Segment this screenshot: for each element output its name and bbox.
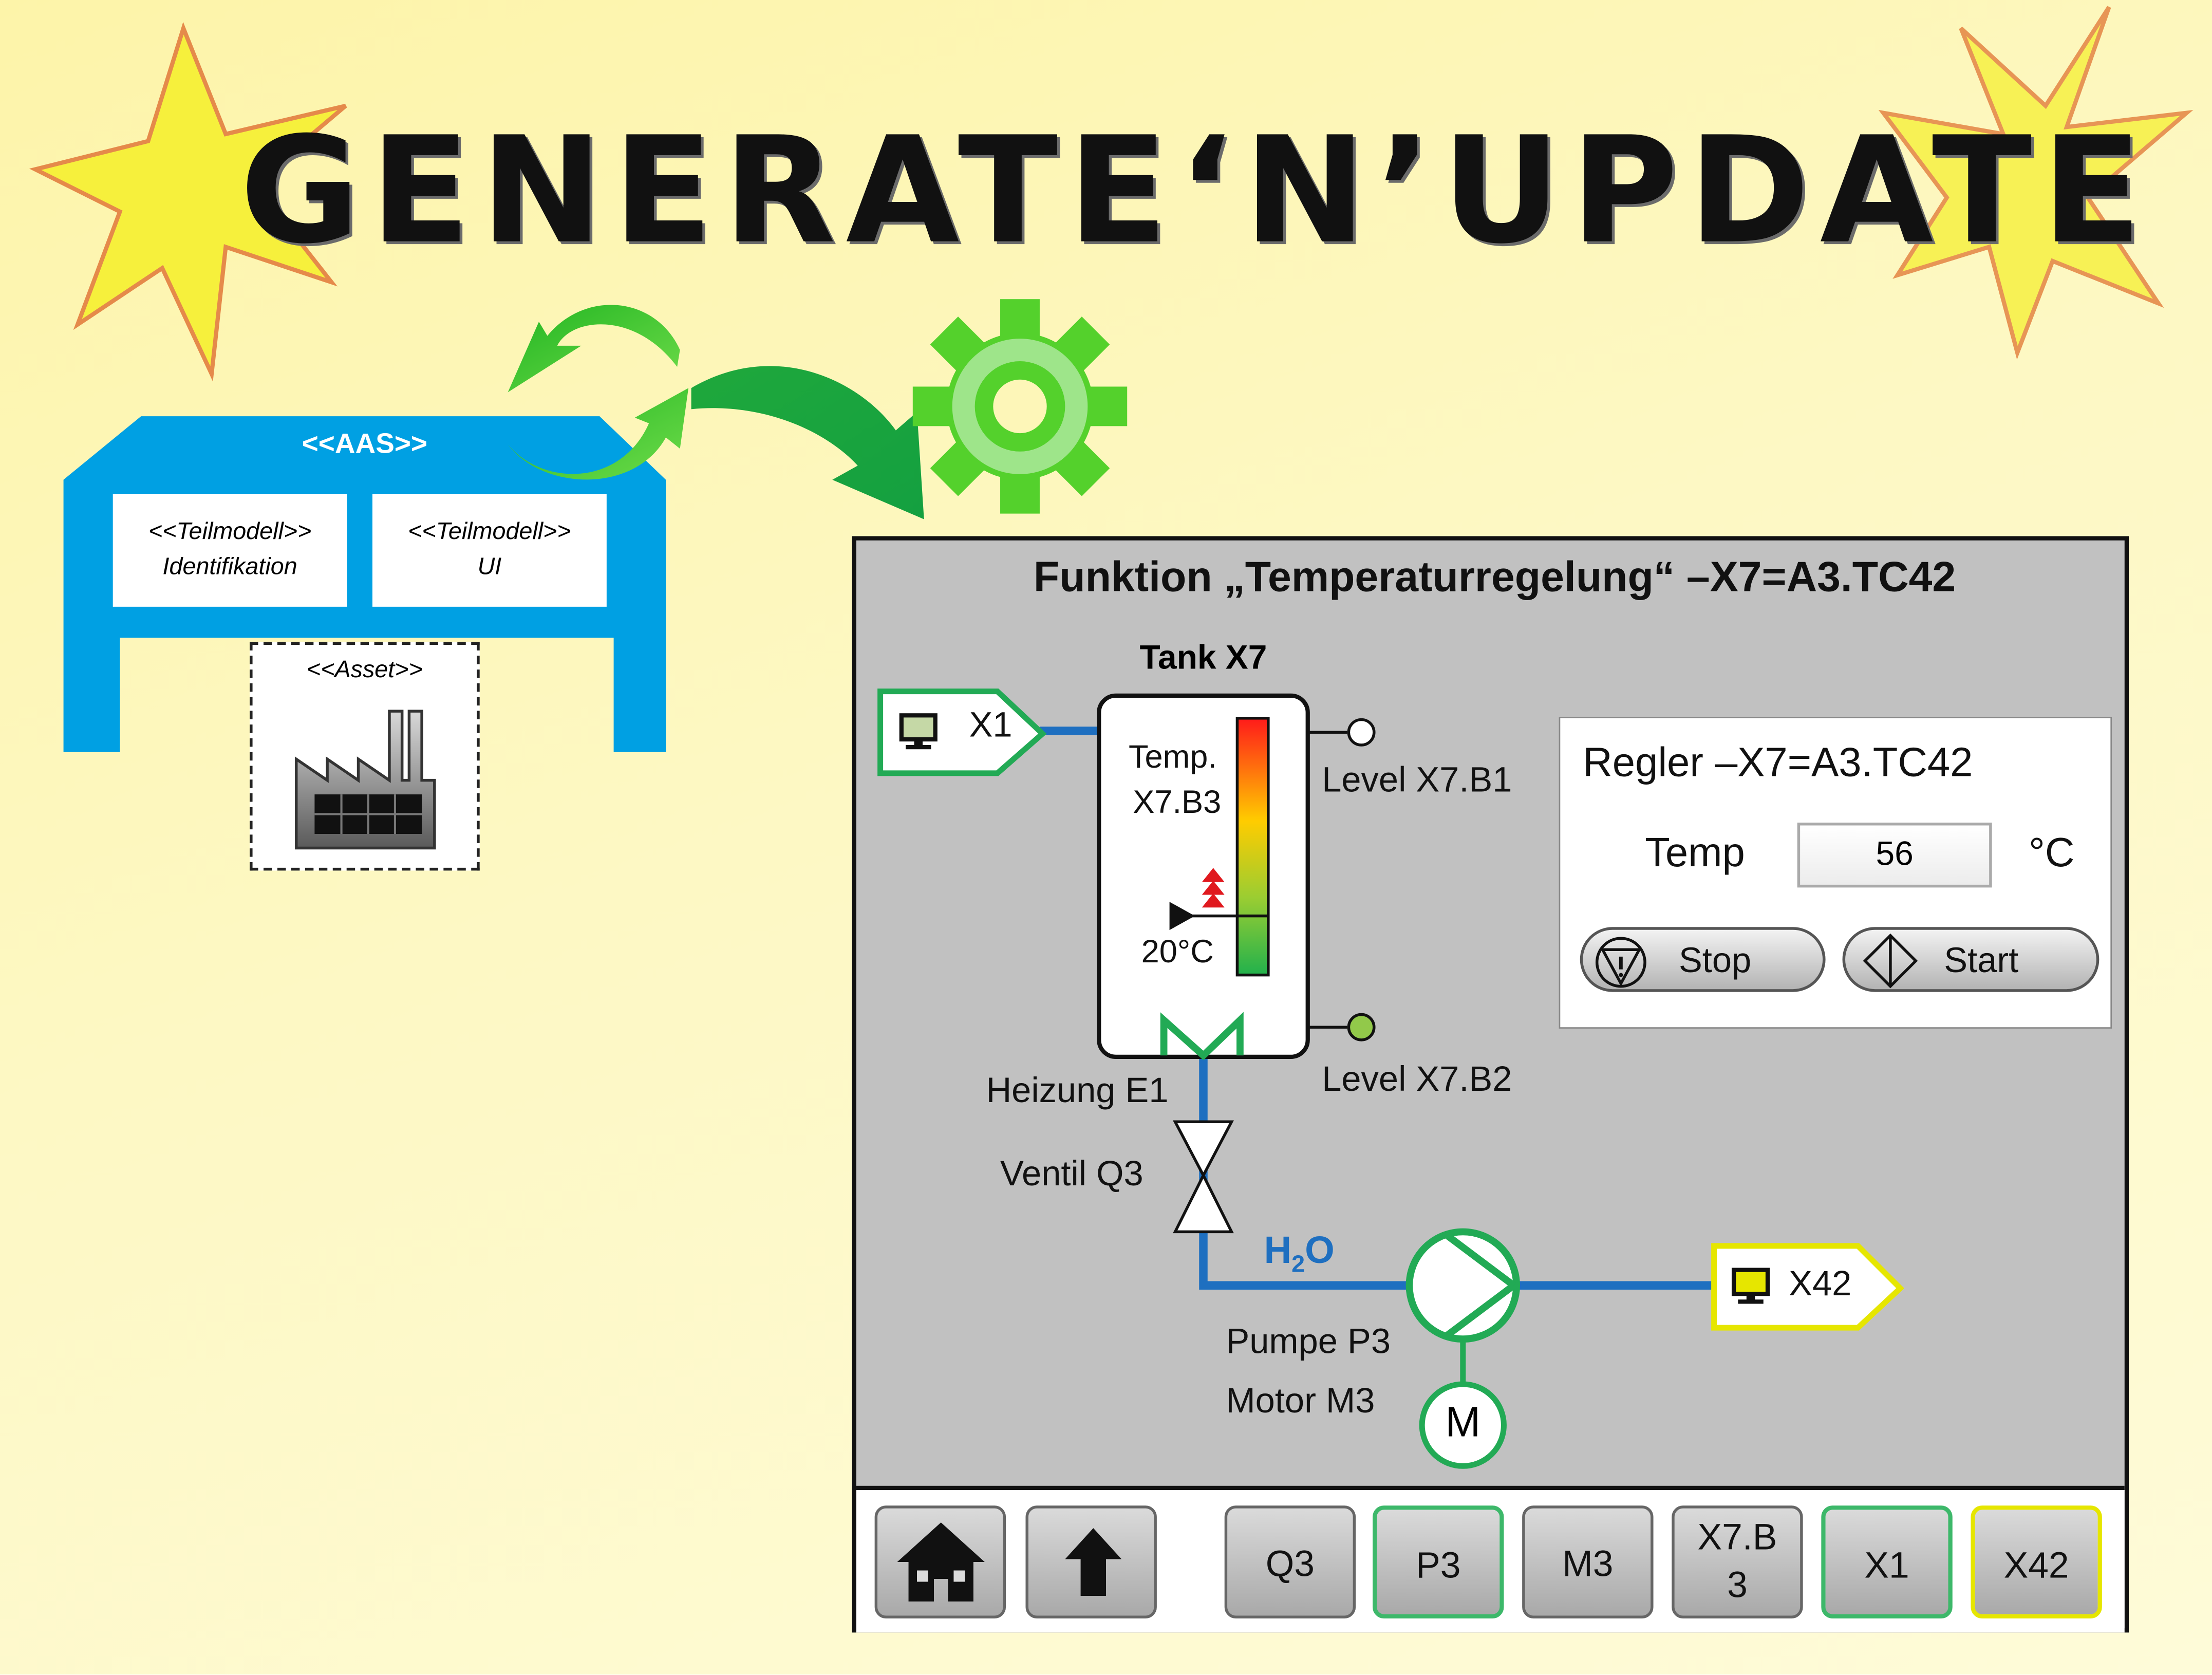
controller-title: Regler –X7=A3.TC42 <box>1583 740 1973 786</box>
submodel-identifikation[interactable]: <<Teilmodell>> Identifikation <box>113 494 347 607</box>
hmi-panel: Funktion „Temperaturregelung“ –X7=A3.TC4… <box>852 536 2129 1633</box>
page-title: GENERATE‘N’UPDATE <box>239 104 2152 277</box>
nav-button-label-line2: 3 <box>1727 1563 1748 1606</box>
heater-label: Heizung E1 <box>986 1071 1169 1111</box>
pump-label: Pumpe P3 <box>1226 1322 1391 1362</box>
ref-x42-label[interactable]: X42 <box>1789 1264 1852 1304</box>
ref-x1-label[interactable]: X1 <box>969 705 1013 745</box>
aas-label: <<AAS>> <box>302 429 428 460</box>
stop-button-label: Stop <box>1678 941 1752 981</box>
temperature-bar <box>1235 717 1270 977</box>
submodel-stereotype: <<Teilmodell>> <box>408 517 571 545</box>
valve-label: Ventil Q3 <box>1000 1154 1144 1194</box>
submodel-stereotype: <<Teilmodell>> <box>148 517 312 545</box>
exchange-arrow-upper-icon <box>508 305 680 393</box>
nav-button-label: M3 <box>1562 1542 1614 1585</box>
nav-button-x1[interactable]: X1 <box>1821 1505 1953 1618</box>
medium-end: O <box>1305 1229 1335 1272</box>
temp-sensor-label-1: Temp. <box>1128 738 1217 775</box>
tank-label: Tank X7 <box>1139 639 1267 678</box>
nav-button-q3[interactable]: Q3 <box>1224 1505 1356 1618</box>
gear-icon <box>912 299 1128 514</box>
factory-icon <box>294 710 436 850</box>
ref-x1-shape <box>877 688 1047 776</box>
star-right-icon <box>1878 6 2194 360</box>
stop-button[interactable]: Stop <box>1580 927 1826 992</box>
panel-title: Funktion „Temperaturregelung“ –X7=A3.TC4… <box>1033 554 1956 601</box>
start-icon <box>1863 933 1918 989</box>
star-left-icon <box>29 22 347 382</box>
start-button-label: Start <box>1944 941 2019 981</box>
temp-value: 20°C <box>1141 933 1214 970</box>
stop-icon <box>1595 937 1646 988</box>
exchange-arrow-lower-icon <box>508 388 689 480</box>
nav-button-x42[interactable]: X42 <box>1971 1505 2102 1618</box>
start-button[interactable]: Start <box>1842 927 2099 992</box>
motor-symbol: M <box>1445 1400 1481 1446</box>
nav-button-label: X42 <box>2003 1543 2069 1586</box>
valve-icon <box>1173 1120 1234 1234</box>
nav-button-x7b3[interactable]: X7.B 3 <box>1672 1505 1803 1618</box>
asset-label: <<Asset>> <box>306 656 423 683</box>
motor-icon <box>1419 1381 1507 1469</box>
up-button[interactable] <box>1025 1505 1157 1618</box>
controller-temp-label: Temp <box>1645 831 1745 877</box>
pump-icon <box>1405 1228 1521 1343</box>
arrows-and-gear <box>508 299 1128 519</box>
home-button[interactable] <box>874 1505 1006 1618</box>
level-b1-label: Level X7.B1 <box>1322 760 1512 801</box>
arrow-up-icon <box>1065 1528 1122 1596</box>
nav-button-label: P3 <box>1416 1543 1461 1586</box>
controller-panel: Regler –X7=A3.TC42 Temp 56 °C Stop Start <box>1559 717 2112 1029</box>
nav-button-label-line1: X7.B <box>1697 1515 1777 1558</box>
temp-sensor-label-2: X7.B3 <box>1133 783 1222 820</box>
medium-sub: 2 <box>1291 1251 1305 1278</box>
home-icon <box>897 1522 985 1602</box>
submodel-name: Identifikation <box>162 553 297 580</box>
asset-box[interactable]: <<Asset>> <box>250 642 480 871</box>
ref-x42-shape <box>1711 1243 1905 1331</box>
generate-arrow-icon <box>691 366 924 519</box>
medium-main: H <box>1264 1229 1292 1272</box>
process-diagram <box>877 688 1905 1469</box>
motor-label: Motor M3 <box>1226 1381 1375 1421</box>
nav-bar: Q3 P3 M3 X7.B 3 X1 X42 <box>856 1485 2125 1633</box>
nav-button-label: X1 <box>1864 1543 1909 1586</box>
decorative-stars <box>29 6 2194 382</box>
nav-button-p3[interactable]: P3 <box>1373 1505 1504 1618</box>
nav-button-m3[interactable]: M3 <box>1522 1505 1654 1618</box>
submodel-ui[interactable]: <<Teilmodell>> UI <box>372 494 607 607</box>
submodel-name: UI <box>477 553 502 580</box>
controller-temp-input[interactable]: 56 <box>1797 823 1992 888</box>
monitor-icon-x42 <box>1731 1268 1770 1304</box>
medium-label: H2O <box>1264 1229 1335 1279</box>
level-b2-label: Level X7.B2 <box>1322 1059 1512 1100</box>
level-sensor-b1-icon <box>1347 718 1376 747</box>
level-sensor-b2-icon <box>1347 1013 1376 1041</box>
controller-unit: °C <box>2029 831 2075 877</box>
heat-icon <box>1202 868 1225 908</box>
nav-button-label: Q3 <box>1265 1542 1315 1585</box>
heater-symbol-icon <box>1160 1012 1244 1060</box>
temperature-pointer-icon <box>1169 902 1195 930</box>
monitor-icon-x1 <box>899 713 938 750</box>
